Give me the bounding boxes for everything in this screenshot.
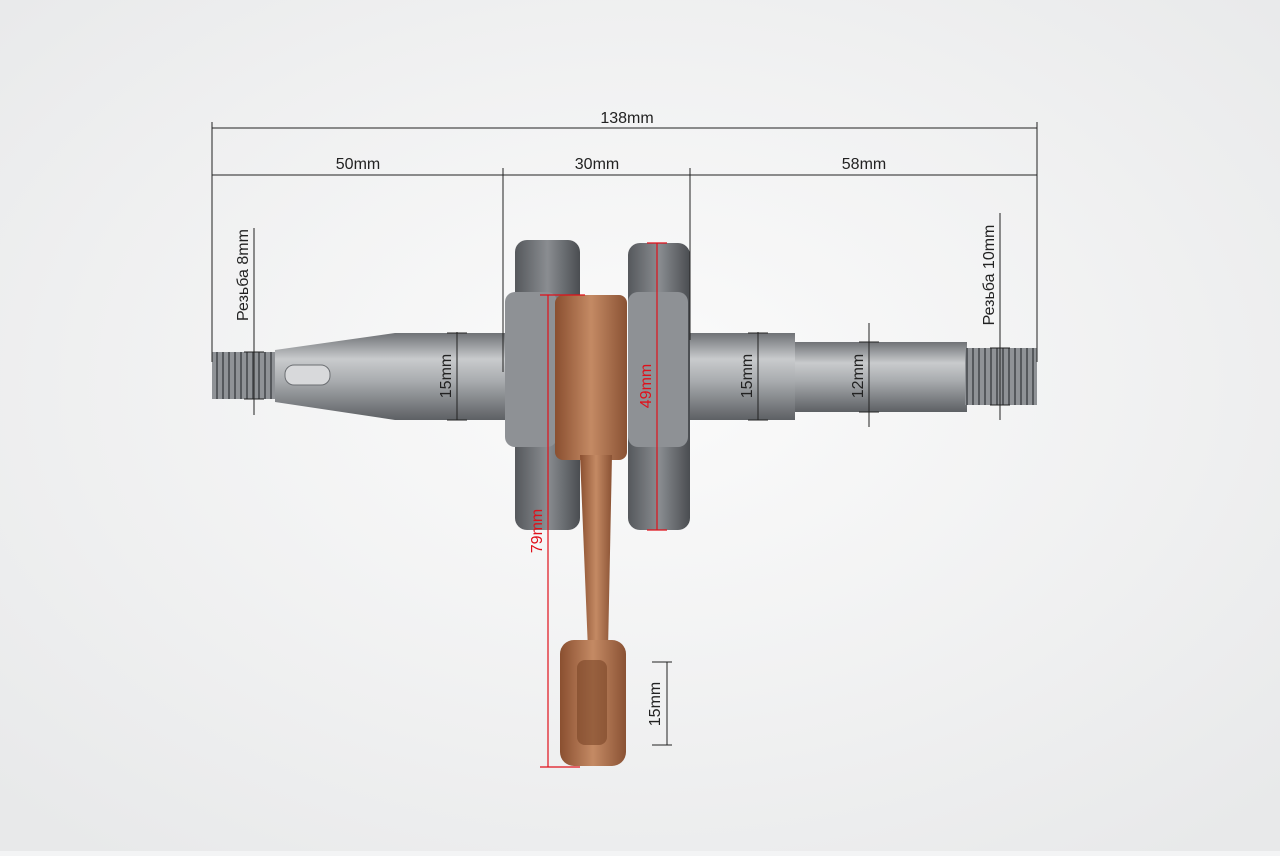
- small-end-label: 15mm: [647, 682, 664, 726]
- left-shaft-length-label: 50mm: [336, 156, 380, 173]
- right-thread-label: Резьба 10mm: [981, 225, 998, 326]
- left-diameter-label: 15mm: [438, 354, 455, 398]
- left-journal: [395, 333, 507, 420]
- right-web: [628, 292, 688, 447]
- crank-width-label: 30mm: [575, 156, 619, 173]
- right-journal: [690, 333, 795, 420]
- overall-length-label: 138mm: [600, 110, 653, 127]
- conrod-big-end: [555, 295, 627, 460]
- red-dimension-lines: [540, 242, 667, 768]
- left-thread: [212, 352, 277, 399]
- conrod-length-label: 79mm: [529, 509, 546, 553]
- web-diameter-label: 49mm: [638, 364, 655, 408]
- right-shaft: [795, 342, 967, 412]
- right-thread: [965, 348, 1037, 405]
- left-web: [505, 292, 557, 447]
- dimension-lines: [211, 122, 1038, 746]
- right-shaft-length-label: 58mm: [842, 156, 886, 173]
- small-end-bore: [577, 660, 607, 745]
- conrod-beam: [580, 455, 612, 650]
- right-end-diameter-label: 12mm: [850, 354, 867, 398]
- left-taper: [275, 333, 395, 420]
- right-diameter-label: 15mm: [739, 354, 756, 398]
- keyway: [284, 364, 331, 386]
- left-thread-label: Резьба 8mm: [235, 229, 252, 321]
